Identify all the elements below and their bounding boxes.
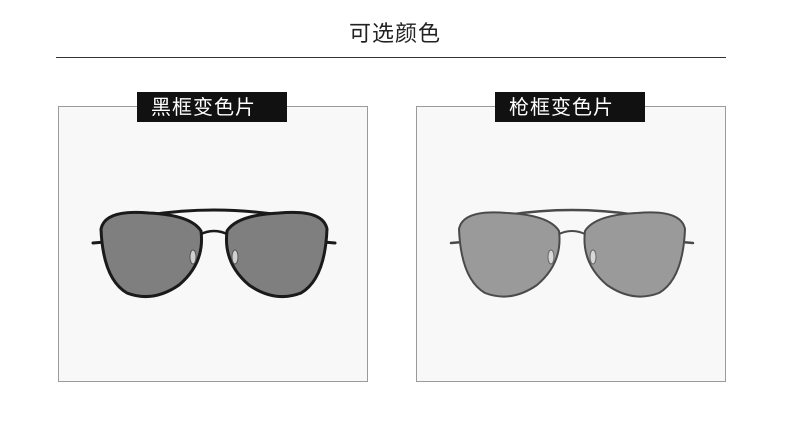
color-option-card-black[interactable] (58, 106, 368, 382)
sunglasses-black-image (91, 208, 337, 299)
right-lens (224, 210, 329, 299)
color-option-card-gunmetal[interactable] (416, 106, 726, 382)
card-label-black: 黑框变色片 (137, 92, 287, 122)
left-lens (457, 211, 561, 298)
right-lens (583, 211, 687, 298)
nose-bridge (198, 229, 230, 237)
top-bar (506, 208, 638, 217)
title-divider (56, 57, 726, 58)
left-lens (99, 210, 204, 299)
nose-bridge (556, 230, 588, 236)
card-label-gunmetal: 枪框变色片 (495, 92, 645, 122)
sunglasses-gunmetal-image (449, 208, 695, 298)
page-title: 可选颜色 (348, 22, 441, 47)
